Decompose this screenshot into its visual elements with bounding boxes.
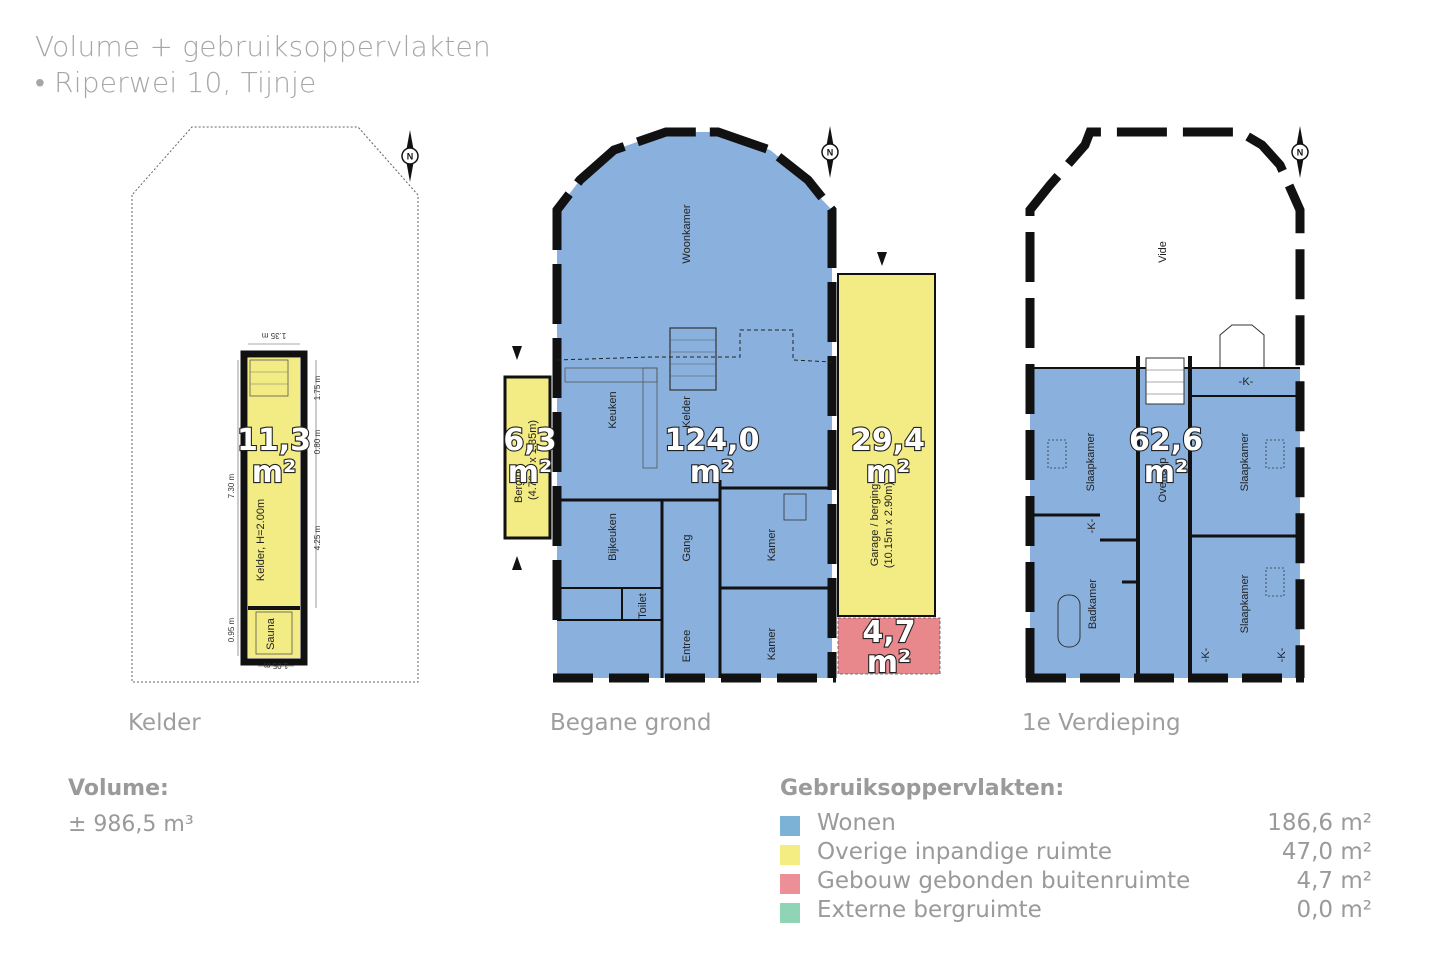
v-room-slaapkamer2: Slaapkamer: [1239, 432, 1251, 491]
v-area-main: 62,6: [1129, 423, 1203, 458]
legend-label: Gebouw gebonden buitenruimte: [817, 868, 1191, 894]
kelder-dim-left2: 0.95 m: [227, 617, 236, 642]
compass-icon: N: [401, 130, 419, 182]
v-room-fill: [1030, 368, 1300, 678]
v-room-badkamer: Badkamer: [1087, 579, 1099, 629]
page-subtitle-address: • Riperwei 10, Tijnje: [35, 66, 317, 99]
kelder-room-label: Kelder, H=2.00m: [255, 499, 267, 581]
bg-room-woonkamer: Woonkamer: [681, 204, 693, 263]
v-bathtub: [1057, 594, 1081, 648]
bg-room-kamer1: Kamer: [766, 528, 778, 561]
legend-swatch: [780, 903, 800, 923]
v-room-slaapkamer1: Slaapkamer: [1085, 432, 1097, 491]
bg-area-buiten-unit: m²: [867, 645, 911, 680]
verdieping-plan: Vide Slaapkamer Slaapkamer Slaapkamer Ba…: [1025, 126, 1309, 683]
bg-garage-fill: [837, 273, 936, 617]
kelder-sauna-label: Sauna: [265, 617, 277, 650]
v-loggia-outline: [1219, 324, 1265, 369]
volume-value: ± 986,5 m³: [68, 812, 194, 837]
bg-room-berging-dim: (4.70m x 1.35m): [527, 420, 539, 500]
bg-outer-wall: [552, 127, 837, 678]
legend-value: 186,6 m²: [1267, 810, 1372, 836]
v-area-main-unit: m²: [1144, 455, 1188, 490]
legend-item-externe-berging: Externe bergruimte 0,0 m²: [780, 897, 1372, 925]
legend-swatch: [780, 874, 800, 894]
bg-room-keuken: Keuken: [607, 391, 619, 428]
bg-area-berging: 6,3: [503, 423, 556, 458]
kelder-area-value: 11,3: [237, 423, 311, 458]
legend-value: 4,7 m²: [1296, 868, 1372, 894]
legend-value: 0,0 m²: [1296, 897, 1372, 923]
svg-text:N: N: [407, 152, 414, 162]
legend-label: Wonen: [817, 810, 896, 836]
v-room-vide: Vide: [1157, 241, 1169, 263]
legend-label: Externe bergruimte: [817, 897, 1042, 923]
kelder-dim-left1: 7.30 m: [227, 473, 236, 498]
legend-item-buitenruimte: Gebouw gebonden buitenruimte 4,7 m²: [780, 868, 1372, 896]
kelder-plan: Sauna Kelder, H=2.00m 11,3 m² 1.35 m 1.7…: [131, 126, 419, 683]
bg-entry-arrow-top: [512, 346, 522, 360]
bg-room-garage-dim: (10.15m x 2.90m): [883, 482, 895, 568]
bg-room-berging: Berging: [513, 465, 525, 503]
bg-area-main: 124,0: [665, 423, 760, 458]
bg-area-garage-unit: m²: [866, 455, 910, 490]
bg-room-garage: Garage / berging: [869, 484, 881, 567]
volume-heading: Volume:: [68, 776, 169, 801]
floor-label-kelder: Kelder: [128, 710, 201, 736]
floor-label-begane-grond: Begane grond: [550, 710, 712, 736]
compass-icon: N: [1291, 126, 1309, 178]
v-room-kast1: -K-: [1239, 376, 1254, 388]
v-stair: [1145, 357, 1185, 405]
bg-room-toilet: Toilet: [637, 593, 649, 619]
kelder-dim-top: 1.35 m: [261, 331, 286, 340]
bg-area-berging-unit: m²: [508, 455, 552, 490]
bg-room-gang: Gang: [681, 535, 693, 562]
bg-berging-fill: [503, 375, 552, 540]
page-title: Volume + gebruiksoppervlakten: [35, 30, 491, 63]
legend-swatch: [780, 816, 800, 836]
legend-swatch: [780, 845, 800, 865]
usage-heading: Gebruiksoppervlakten:: [780, 776, 1065, 801]
v-room-slaapkamer3: Slaapkamer: [1239, 574, 1251, 633]
floor-label-verdieping: 1e Verdieping: [1022, 710, 1181, 736]
v-room-overloop: Overloop: [1157, 458, 1169, 503]
bg-room-kelder: Kelder: [681, 396, 693, 428]
kelder-dim-bottom: 1.05 m: [263, 661, 288, 670]
svg-text:N: N: [1297, 148, 1304, 158]
bg-room-kamer2: Kamer: [766, 627, 778, 660]
kelder-dim-right1: 1.75 m: [313, 375, 322, 400]
begane-grond-plan: Woonkamer Keuken Kelder Bijkeuken Gang K…: [502, 126, 941, 683]
bg-stair: [669, 327, 717, 391]
v-room-kast4: -K-: [1276, 647, 1288, 662]
legend-value: 47,0 m²: [1281, 839, 1372, 865]
kelder-sauna-fill: [255, 611, 293, 655]
legend-item-overig: Overige inpandige ruimte 47,0 m²: [780, 839, 1372, 867]
kelder-house-outline: [131, 126, 419, 683]
bg-area-buiten: 4,7: [862, 615, 915, 650]
v-room-kast3: -K-: [1200, 647, 1212, 662]
v-outer-wall: [1025, 127, 1305, 678]
bg-stair-2: [783, 493, 807, 521]
bg-entry-arrow-garage: [877, 252, 887, 266]
bg-room-bijkeuken: Bijkeuken: [607, 513, 619, 561]
bg-buiten-fill: [837, 617, 941, 675]
kelder-wall-outer: [240, 350, 308, 666]
kelder-dim-right2: 0.80 m: [313, 429, 322, 454]
bg-entry-arrow-bottom: [512, 556, 522, 570]
bg-area-garage: 29,4: [851, 423, 925, 458]
bg-woon-fill: [557, 132, 832, 678]
kelder-dim-right3: 4.25 m: [313, 525, 322, 550]
legend-label: Overige inpandige ruimte: [817, 839, 1113, 865]
bg-area-main-unit: m²: [690, 455, 734, 490]
kelder-area-unit: m²: [252, 455, 296, 490]
bg-room-entree: Entree: [681, 630, 693, 662]
svg-text:N: N: [827, 148, 834, 158]
legend-item-wonen: Wonen 186,6 m²: [780, 810, 1372, 838]
kelder-stair: [249, 359, 289, 397]
compass-icon: N: [821, 126, 839, 178]
v-room-kast2: -K-: [1086, 518, 1098, 533]
